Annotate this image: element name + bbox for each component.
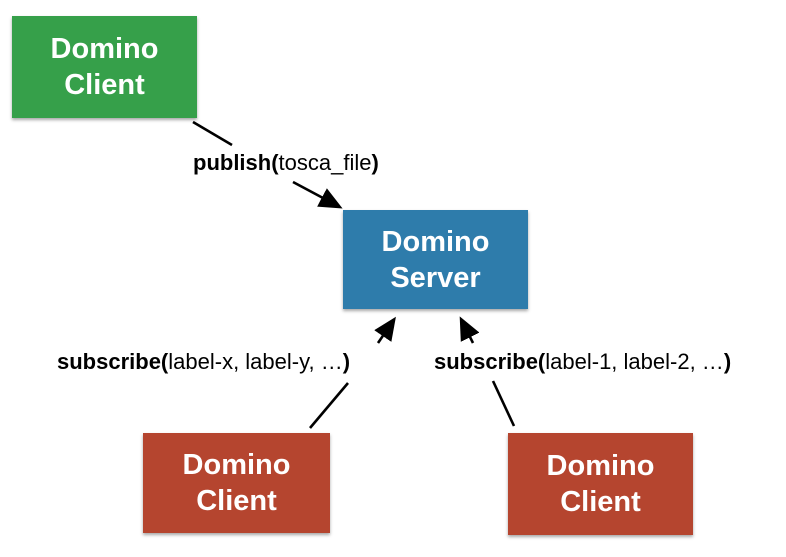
publish-edge-head <box>292 180 343 209</box>
subscribe-right-label-prefix: subscribe( <box>434 349 546 374</box>
node-domino-client-subscriber-left: Domino Client <box>143 433 330 533</box>
subscribe-right-label-suffix: ) <box>723 349 732 374</box>
subscribe-left-edge-head <box>374 316 396 344</box>
node-domino-server: Domino Server <box>343 210 528 309</box>
subscribe-left-label-prefix: subscribe( <box>57 349 169 374</box>
publish-edge-label: publish(tosca_file) <box>193 150 379 176</box>
subscribe-right-edge-head <box>459 316 480 344</box>
publish-edge-tail <box>192 120 233 147</box>
subscribe-right-label-arg: label-1, label-2, … <box>545 349 724 374</box>
subscribe-left-edge-tail <box>309 382 349 429</box>
subscribe-left-edge-label: subscribe(label-x, label-y, …) <box>57 349 350 375</box>
subscribe-left-label-arg: label-x, label-y, … <box>168 349 343 374</box>
subscribe-right-edge-tail <box>491 380 516 427</box>
publish-label-prefix: publish( <box>193 150 279 175</box>
node-domino-client-publisher: Domino Client <box>12 16 197 118</box>
publish-label-arg: tosca_file <box>278 150 372 175</box>
subscribe-left-label-suffix: ) <box>342 349 351 374</box>
node-domino-client-subscriber-right: Domino Client <box>508 433 693 535</box>
subscribe-right-edge-label: subscribe(label-1, label-2, …) <box>434 349 731 375</box>
publish-label-suffix: ) <box>371 150 379 175</box>
